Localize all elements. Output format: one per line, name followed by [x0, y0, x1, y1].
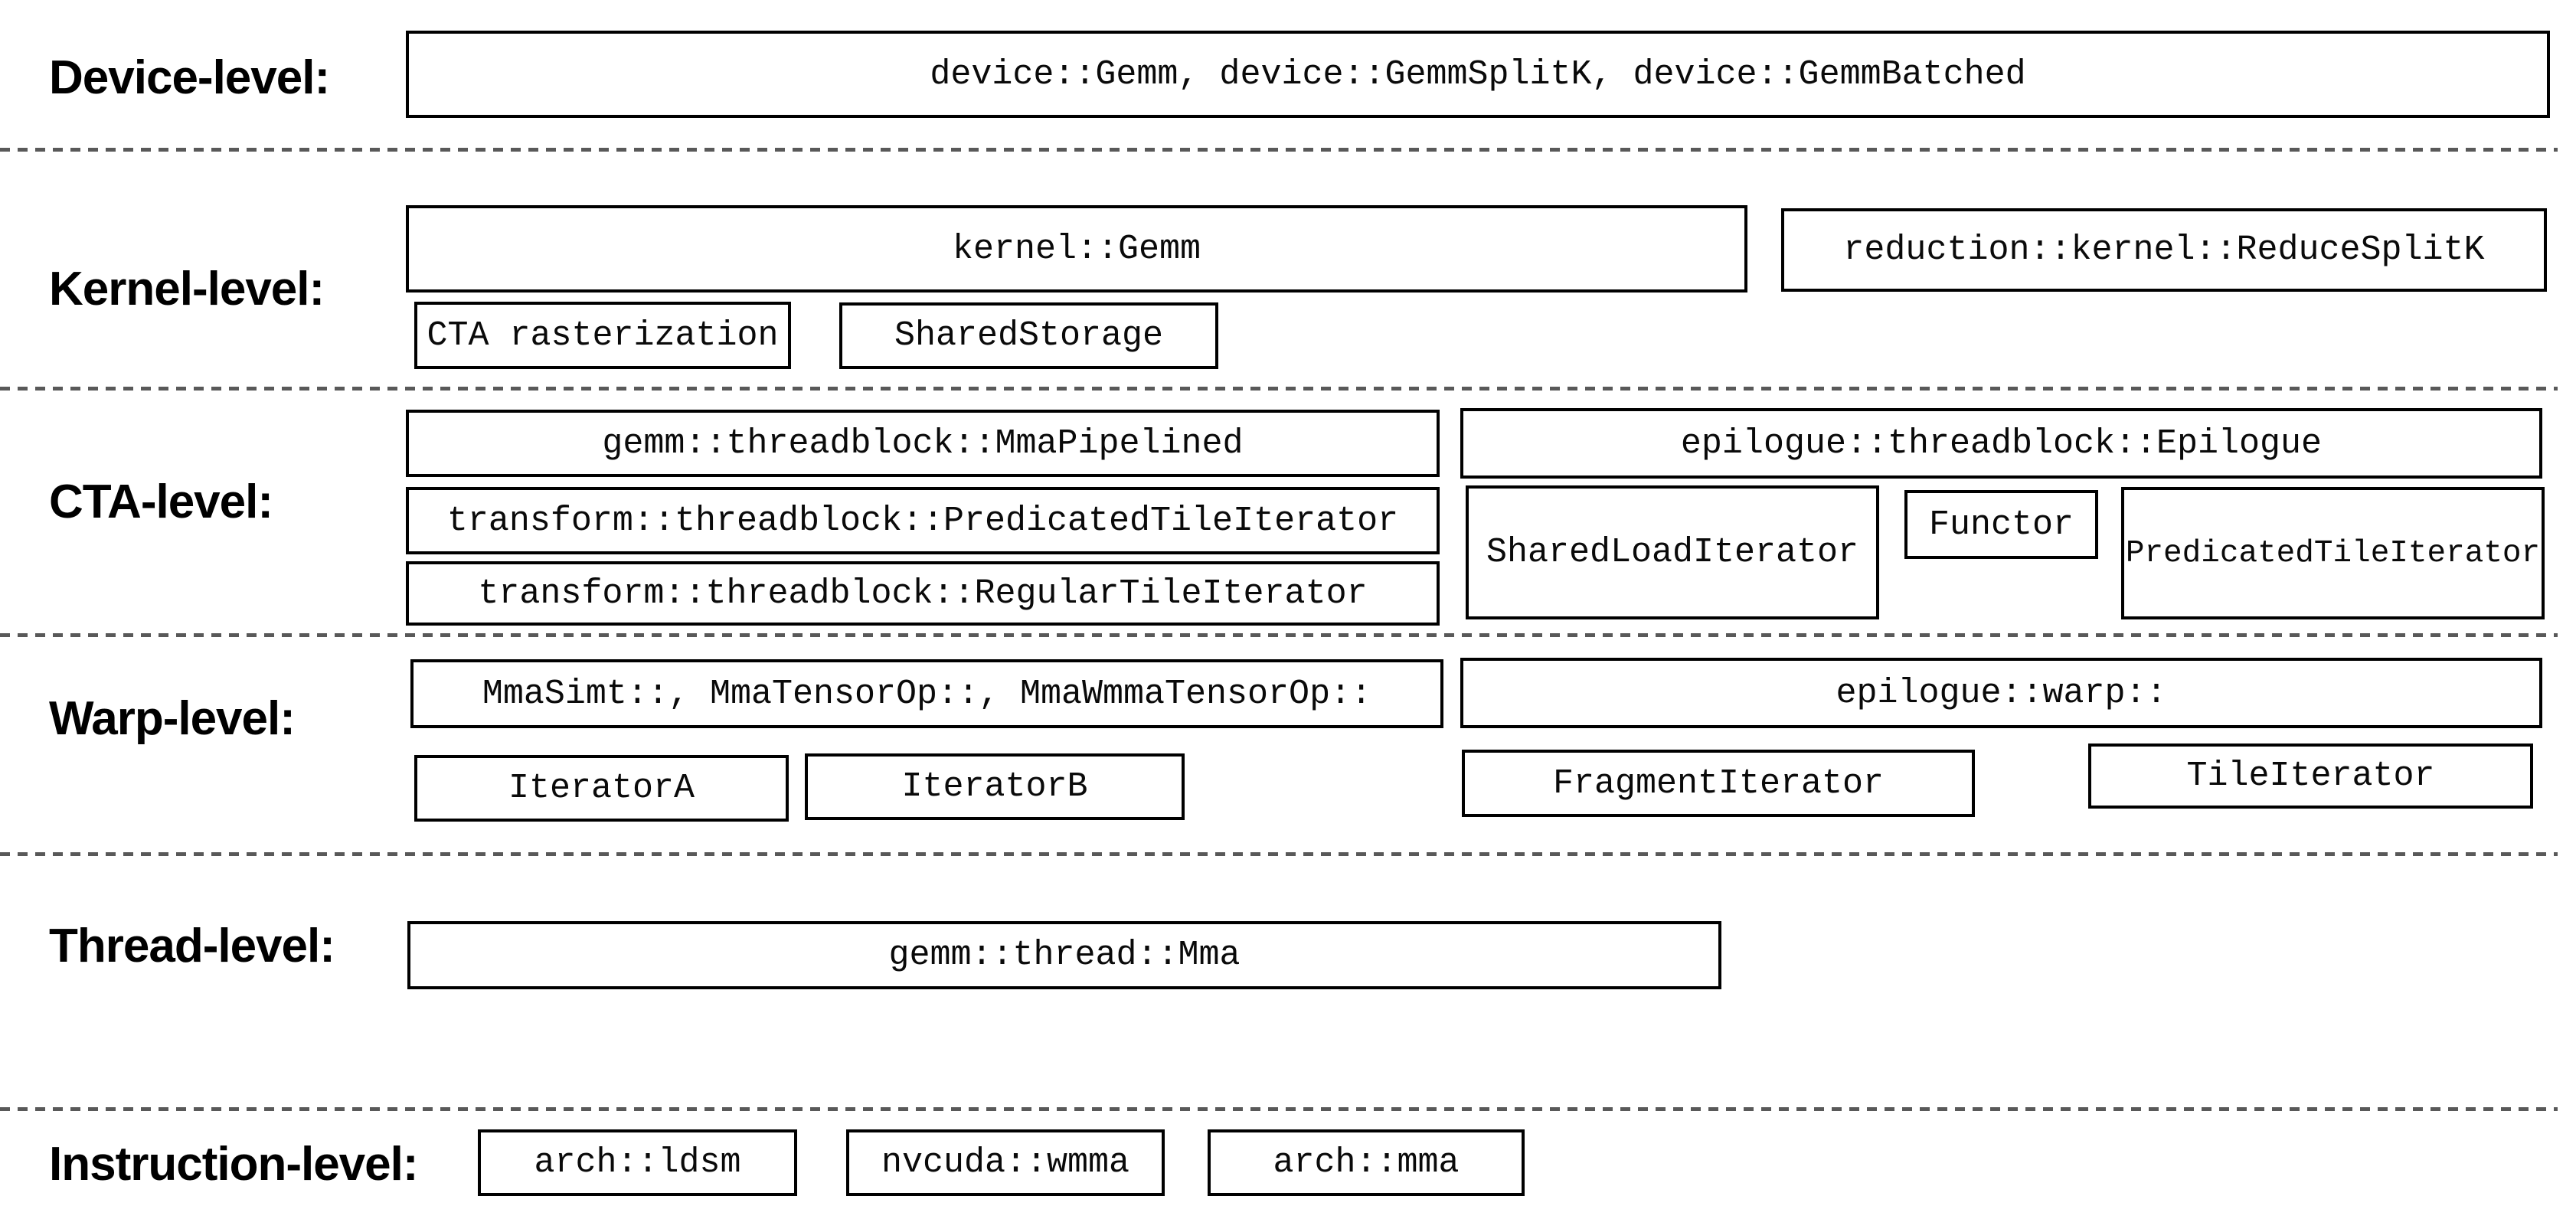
box-cta-rasterization: CTA rasterization	[414, 302, 791, 369]
box-functor: Functor	[1904, 490, 2098, 559]
box-transform-threadblock-predicatedtileiterator: transform::threadblock::PredicatedTileIt…	[406, 487, 1440, 554]
box-epilogue-warp: epilogue::warp::	[1460, 658, 2542, 728]
box-arch-mma: arch::mma	[1208, 1129, 1525, 1196]
box-iterator-b: IteratorB	[805, 753, 1185, 820]
separator-device-kernel	[0, 148, 2558, 152]
box-shared-load-iterator: SharedLoadIterator	[1466, 485, 1879, 619]
box-fragment-iterator: FragmentIterator	[1462, 750, 1975, 817]
box-epilogue-threadblock-epilogue: epilogue::threadblock::Epilogue	[1460, 408, 2542, 479]
separator-cta-warp	[0, 633, 2558, 637]
level-label-kernel: Kernel-level:	[49, 263, 325, 315]
box-reduction-kernel-reducesplitk: reduction::kernel::ReduceSplitK	[1781, 208, 2547, 292]
box-kernel-gemm: kernel::Gemm	[406, 205, 1747, 292]
separator-thread-instruction	[0, 1107, 2558, 1111]
separator-warp-thread	[0, 852, 2558, 856]
box-arch-ldsm: arch::ldsm	[478, 1129, 797, 1196]
box-gemm-thread-mma: gemm::thread::Mma	[407, 921, 1721, 989]
level-label-thread: Thread-level:	[49, 920, 335, 972]
level-label-instruction: Instruction-level:	[49, 1138, 419, 1191]
box-nvcuda-wmma: nvcuda::wmma	[846, 1129, 1165, 1196]
box-tile-iterator: TileIterator	[2088, 743, 2533, 809]
box-transform-threadblock-regulartileiterator: transform::threadblock::RegularTileItera…	[406, 561, 1440, 626]
box-epilogue-predicatedtileiterator: PredicatedTileIterator	[2121, 487, 2545, 619]
level-label-cta: CTA-level:	[49, 476, 273, 528]
level-label-warp: Warp-level:	[49, 692, 296, 745]
separator-kernel-cta	[0, 387, 2558, 391]
box-device-gemm-apis: device::Gemm, device::GemmSplitK, device…	[406, 31, 2550, 118]
box-warp-mma-ops: MmaSimt::, MmaTensorOp::, MmaWmmaTensorO…	[410, 659, 1443, 728]
box-iterator-a: IteratorA	[414, 755, 789, 822]
box-shared-storage: SharedStorage	[839, 302, 1218, 369]
level-label-device: Device-level:	[49, 51, 330, 104]
box-gemm-threadblock-mmapipelined: gemm::threadblock::MmaPipelined	[406, 410, 1440, 477]
